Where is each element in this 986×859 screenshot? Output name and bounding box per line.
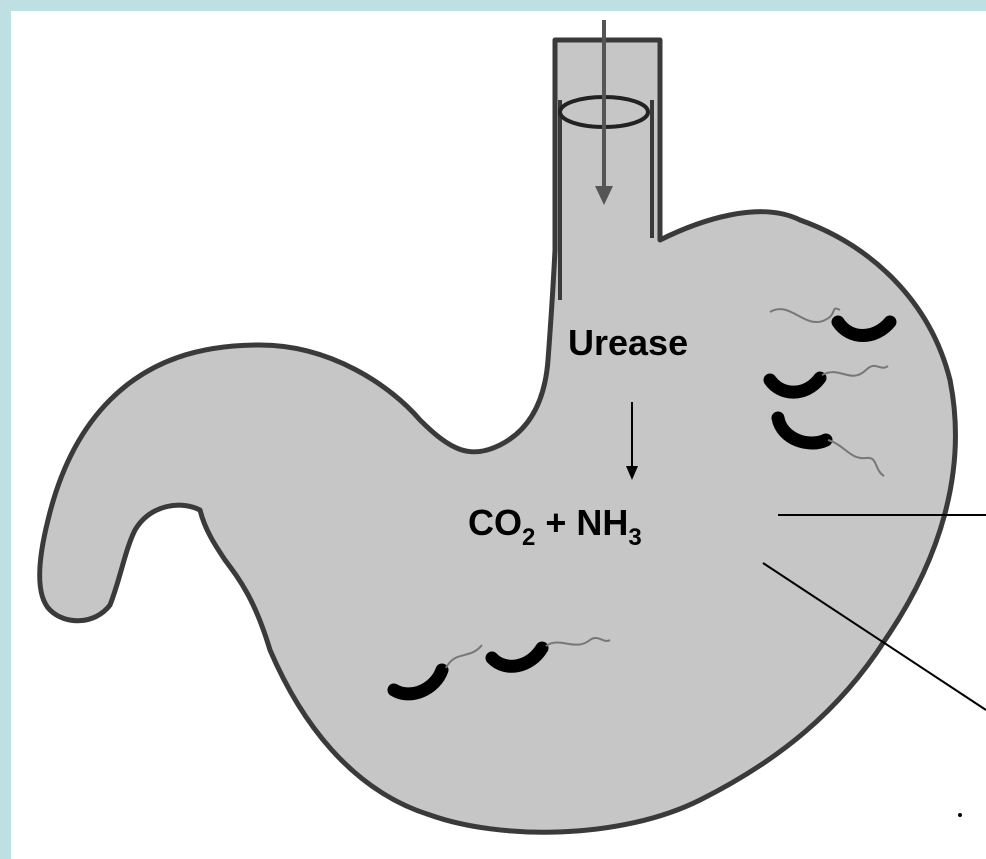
speck: [958, 813, 962, 817]
subscript-3: 3: [628, 524, 641, 551]
co-text: CO: [468, 502, 522, 543]
urease-label: Urease: [568, 322, 688, 363]
subscript-2: 2: [522, 524, 535, 551]
plus-nh-text: + NH: [535, 502, 628, 543]
